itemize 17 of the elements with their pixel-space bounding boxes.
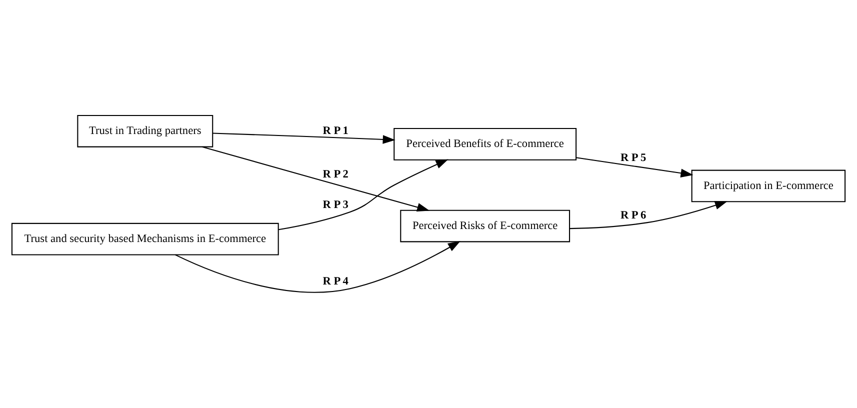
arrow — [202, 146, 430, 212]
node-box: Participation in E-commerce — [691, 170, 846, 202]
edge-label: R P 3 — [322, 199, 348, 212]
edge-label: R P 2 — [322, 168, 348, 181]
edge-label: R P 4 — [322, 276, 348, 288]
node-box: Trust in Trading partners — [77, 114, 214, 148]
edge-label: R P 1 — [322, 125, 348, 138]
edge-label: R P 5 — [620, 152, 646, 164]
arrow — [175, 241, 460, 293]
arrow — [278, 159, 448, 230]
node-box: Perceived Risks of E-commerce — [400, 210, 570, 242]
node-box: Trust and security based Mechanisms in E-commerce — [11, 222, 279, 256]
edge-label: R P 6 — [620, 210, 646, 222]
arrow — [576, 157, 694, 178]
arrow — [212, 132, 396, 144]
node-box: Perceived Benefits of E-commerce — [394, 128, 577, 160]
arrow — [570, 201, 728, 230]
